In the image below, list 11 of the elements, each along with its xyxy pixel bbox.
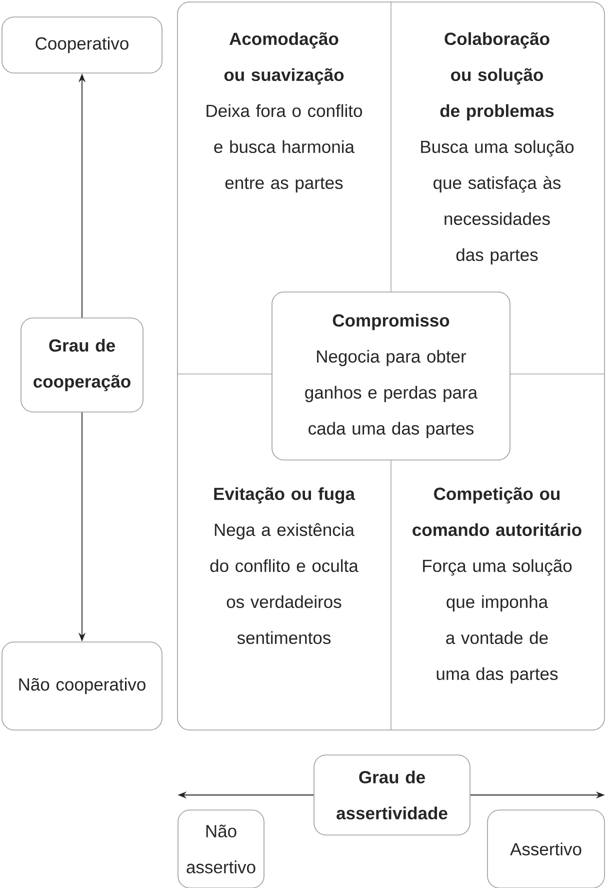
pole-box: Não cooperativo [2,642,162,730]
pole-box: Cooperativo [2,16,162,74]
axis-label-box: Grau de cooperação [20,318,144,412]
center-box: Compromisso Negocia para obter ganhos e perdas para cada uma das partes [272,292,510,460]
pole-box: Não assertivo [178,810,264,888]
pole-box: Assertivo [487,810,605,888]
quadrant-text: Evitação ou fuga Nega a existência do conflito e oculta os verdadeiros sentimentos [210,487,358,644]
quadrant-text: Competição ou comando autoritário Força uma solução que imponha a vontade de uma das partes [412,487,582,684]
axis-label-box: Grau de assertividade [314,754,470,836]
quadrant-text: Acomodação ou suavização Deixa fora o conflito e busca harmonia entre as partes [206,32,362,193]
quadrant-text: Colaboração ou solução de problemas Busca uma solução que satisfaça às necessidades das partes [421,32,574,265]
